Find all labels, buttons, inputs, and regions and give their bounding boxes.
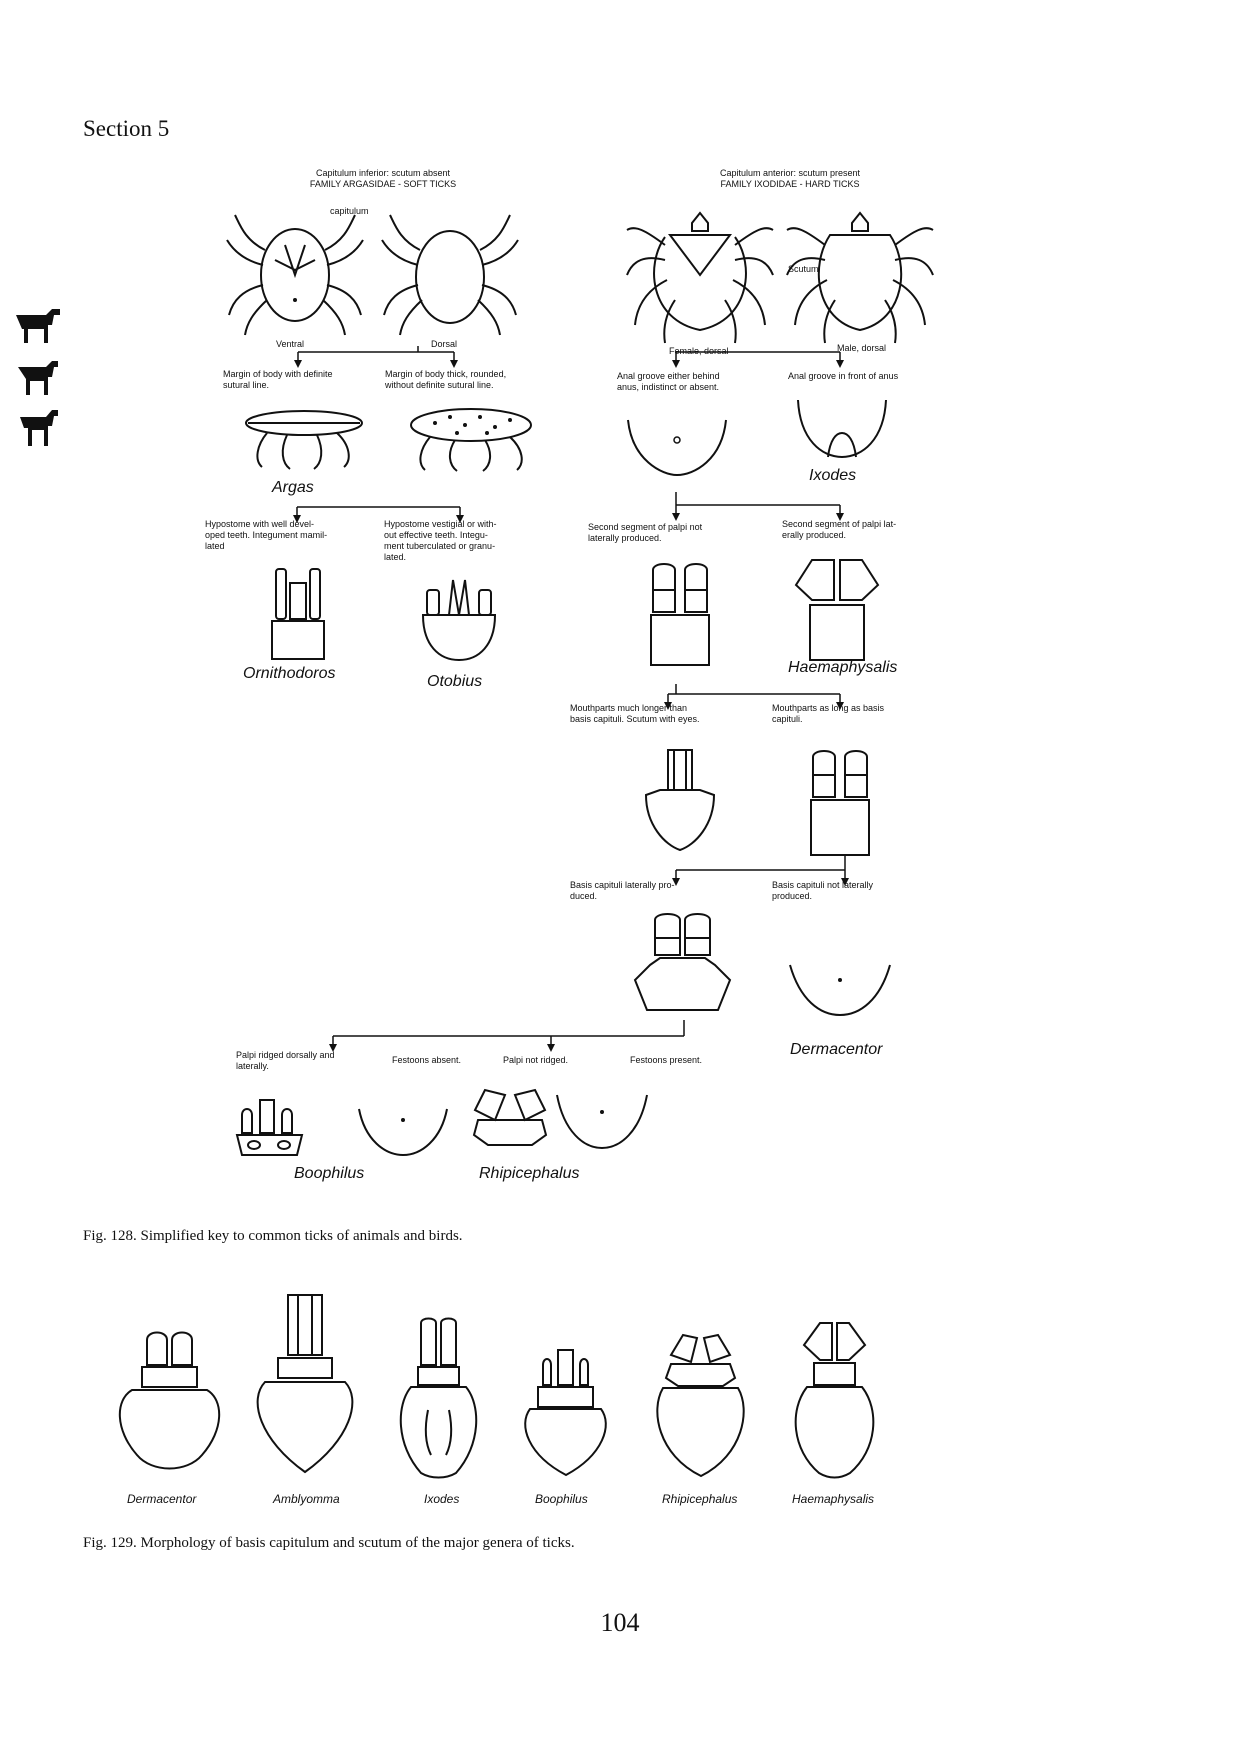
key-hypostome-teeth: Hypostome with well devel- oped teeth. I… (205, 519, 327, 552)
key-palpi-ridged: Palpi ridged dorsally and laterally. (236, 1050, 335, 1072)
ixodes-scutum-drawing (396, 1315, 481, 1480)
key-festoons-absent: Festoons absent. (392, 1055, 461, 1066)
argas-side-sutural-drawing (242, 405, 367, 475)
anal-groove-front-drawing (792, 395, 892, 465)
dermacentor-festoons-drawing (785, 960, 895, 1020)
haemaphysalis-scutum-drawing (792, 1315, 877, 1480)
fig129-genus-rhipicephalus: Rhipicephalus (662, 1492, 737, 1506)
key-palpi-lateral: Second segment of palpi lat- erally prod… (782, 519, 896, 541)
soft-ticks-heading: Capitulum inferior: scutum absent FAMILY… (278, 168, 488, 190)
dermacentor-scutum-drawing (112, 1325, 227, 1480)
page-number: 104 (0, 1608, 1240, 1638)
rhipicephalus-scutum-drawing (653, 1330, 748, 1480)
key-mouth-aslong: Mouthparts as long as basis capituli. (772, 703, 884, 725)
key-palpi-not-ridged: Palpi not ridged. (503, 1055, 568, 1066)
key-basis-lateral: Basis capituli laterally pro- duced. (570, 880, 675, 902)
key-hypostome-vestigial: Hypostome vestigial or with- out effecti… (384, 519, 497, 563)
boophilus-scutum-drawing (518, 1345, 613, 1480)
basis-lateral-drawing (630, 910, 735, 1020)
boophilus-palpi-drawing (232, 1095, 307, 1160)
otobius-capitulum-drawing (419, 575, 499, 665)
female-dorsal-label: Female, dorsal (669, 346, 729, 357)
soft-tick-ventral-drawing (225, 205, 365, 340)
fig129-caption: Fig. 129. Morphology of basis capitulum … (83, 1535, 575, 1552)
amblyomma-scutum-drawing (250, 1290, 360, 1480)
hard-tick-female-drawing (625, 205, 775, 345)
rhipicephalus-palpi-drawing (470, 1085, 550, 1150)
genus-argas: Argas (272, 479, 314, 497)
fig129-genus-boophilus: Boophilus (535, 1492, 588, 1506)
dorsal-label: Dorsal (431, 339, 457, 350)
capitulum-label: capitulum (330, 206, 369, 217)
rhipicephalus-group-capitulum-drawing (805, 745, 875, 860)
fig129-genus-dermacentor: Dermacentor (127, 1492, 196, 1506)
ixodes-palpi-drawing (645, 560, 715, 670)
argas-side-thick-drawing (405, 405, 540, 475)
genus-rhipicephalus: Rhipicephalus (479, 1165, 580, 1183)
genus-haemaphysalis: Haemaphysalis (788, 659, 897, 677)
key-festoons-present: Festoons present. (630, 1055, 702, 1066)
key-margin-sutural: Margin of body with definite sutural lin… (223, 369, 333, 391)
key-palpi-not-lateral: Second segment of palpi not laterally pr… (588, 522, 702, 544)
fig128-caption: Fig. 128. Simplified key to common ticks… (83, 1228, 463, 1245)
key-mouth-longer: Mouthparts much longer than basis capitu… (570, 703, 700, 725)
key-margin-thick: Margin of body thick, rounded, without d… (385, 369, 506, 391)
genus-ornithodoros: Ornithodoros (243, 665, 336, 683)
anal-groove-behind-drawing (622, 415, 732, 480)
fig129-genus-amblyomma: Amblyomma (273, 1492, 340, 1506)
ornithodoros-capitulum-drawing (268, 563, 328, 663)
genus-ixodes: Ixodes (809, 467, 856, 485)
genus-otobius: Otobius (427, 673, 482, 691)
scutum-label: Scutum (788, 264, 819, 275)
key-basis-not-lateral: Basis capituli not laterally produced. (772, 880, 873, 902)
key-anal-behind: Anal groove either behind anus, indistin… (617, 371, 720, 393)
key-anal-front: Anal groove in front of anus (788, 371, 898, 382)
hard-ticks-heading: Capitulum anterior: scutum present FAMIL… (680, 168, 900, 190)
haemaphysalis-palpi-drawing (792, 555, 882, 665)
hard-tick-male-drawing (785, 205, 935, 345)
genus-boophilus: Boophilus (294, 1165, 364, 1183)
fig129-genus-ixodes: Ixodes (424, 1492, 459, 1506)
fig129-genus-haemaphysalis: Haemaphysalis (792, 1492, 874, 1506)
male-dorsal-label: Male, dorsal (837, 343, 886, 354)
soft-tick-dorsal-drawing (380, 205, 520, 340)
boophilus-no-festoons-drawing (355, 1105, 450, 1160)
ventral-label: Ventral (276, 339, 304, 350)
genus-dermacentor: Dermacentor (790, 1041, 882, 1059)
amblyomma-capitulum-drawing (640, 745, 720, 855)
rhipicephalus-festoons-drawing (552, 1090, 652, 1155)
